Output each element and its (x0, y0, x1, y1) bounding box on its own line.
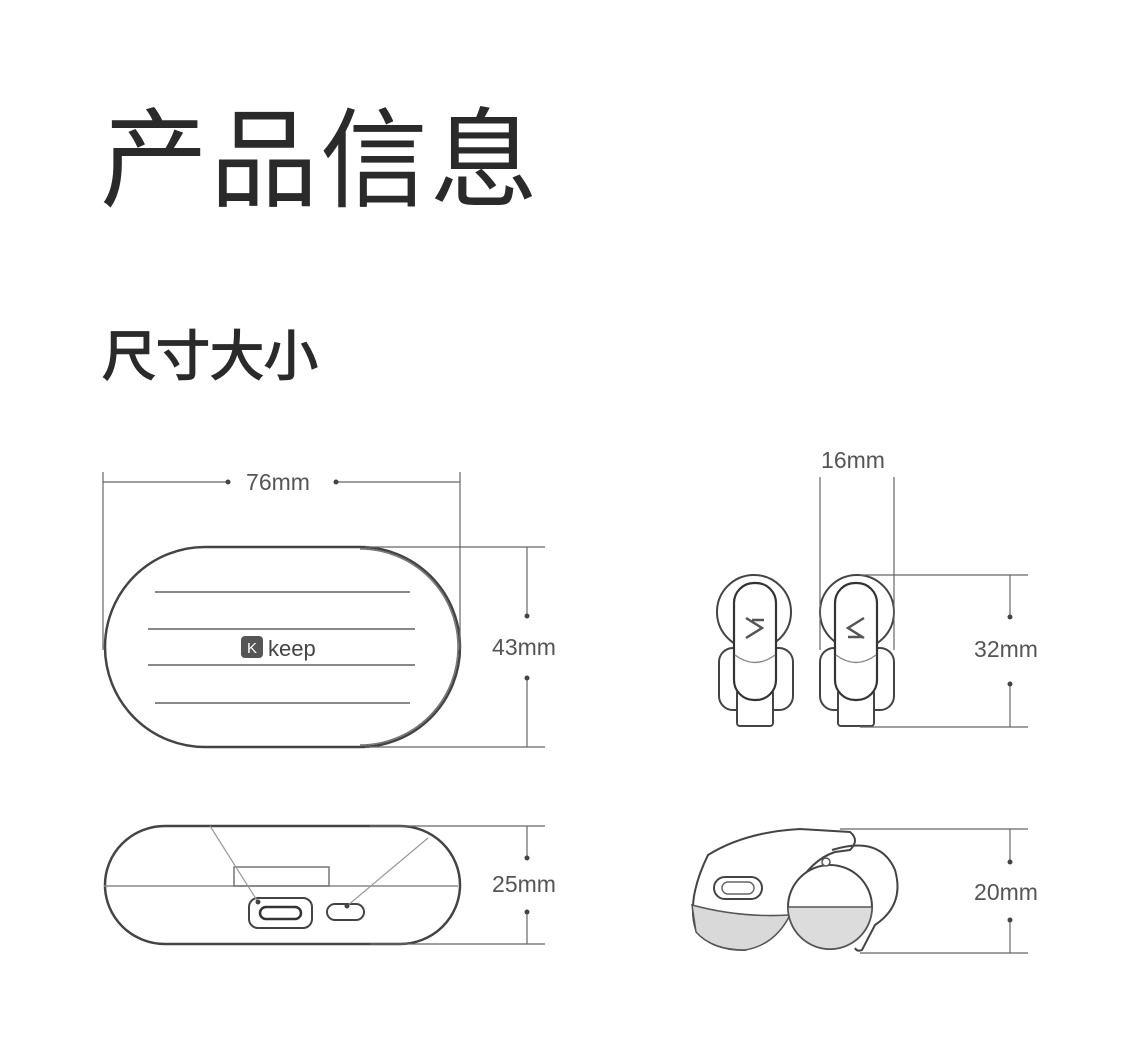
dim-dot (1007, 614, 1013, 620)
earbud-side-sensor-icon (821, 857, 831, 867)
case-bottom-view: 25mm (103, 824, 556, 946)
section-title: 尺寸大小 (102, 325, 318, 388)
case-thickness-label: 25mm (492, 871, 556, 897)
earbuds-front-view: 16mm 32mm (716, 447, 1038, 728)
earbud-side-lower-shell (691, 903, 792, 951)
earbud-body (732, 581, 778, 702)
dim-dot (524, 613, 530, 619)
earbud-logo-icon (745, 616, 765, 640)
brand-logo-icon (241, 636, 263, 658)
case-front-view: K keep 76mm 43mm (102, 469, 556, 749)
earbud-logo-icon (845, 616, 865, 640)
callout-line (346, 837, 429, 907)
callout-dot (344, 903, 350, 909)
earbud-body (833, 581, 879, 702)
usb-c-port-inner (258, 905, 303, 921)
dim-dot (1007, 917, 1013, 923)
earbud-body-seam (734, 654, 776, 664)
dim-dot (524, 909, 530, 915)
case-front-outline (103, 545, 462, 749)
earbud-side-ear-hook (831, 844, 899, 952)
earbud-side-tip-lower (787, 906, 873, 950)
callout-line (209, 825, 259, 903)
dim-dot (333, 479, 339, 485)
dim-dot (1007, 859, 1013, 865)
dim-dot (524, 675, 530, 681)
brand-name: keep (268, 636, 316, 661)
left-earbud (716, 574, 794, 727)
dim-dot (225, 479, 231, 485)
dim-dot (1007, 681, 1013, 687)
case-height-label: 43mm (492, 634, 556, 660)
earbud-body-seam (835, 654, 877, 664)
right-earbud (819, 574, 895, 727)
page-title: 产品信息 (100, 99, 541, 224)
earbud-side-button-inner (721, 881, 755, 895)
case-width-label: 76mm (246, 469, 310, 495)
dim-dot (524, 855, 530, 861)
earbud-height-label: 32mm (974, 636, 1038, 662)
earbud-side-view: 20mm (691, 827, 1038, 954)
case-hinge-panel (233, 866, 330, 887)
callout-dot (255, 899, 261, 905)
earbud-thickness-label: 20mm (974, 879, 1038, 905)
case-front-right-shade (359, 548, 459, 746)
earbud-width-label: 16mm (821, 447, 885, 473)
brand-logo-letter: K (247, 640, 257, 657)
